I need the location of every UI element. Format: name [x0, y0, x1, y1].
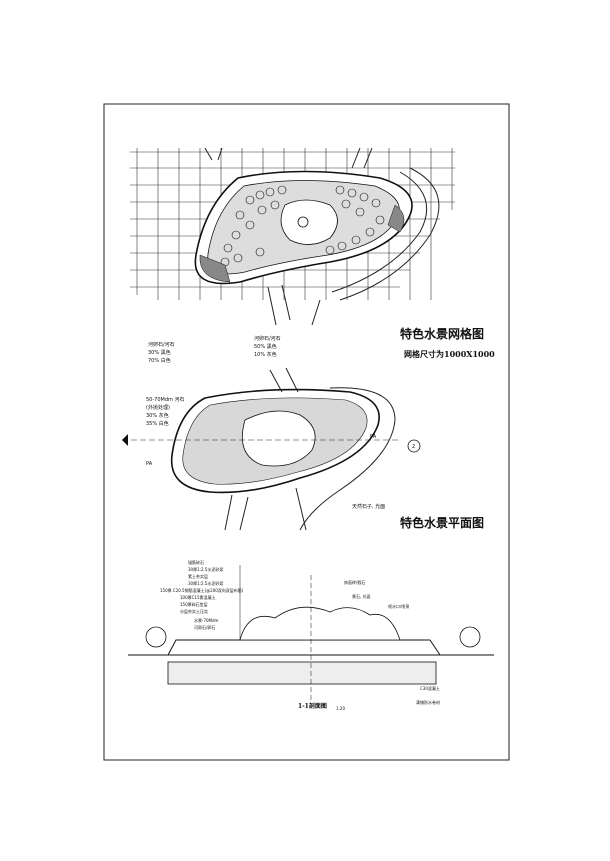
callout-left-mid: 50-70Mdm 河石 (外抛处理) 30% 灰色 35% 白色	[146, 396, 184, 427]
tree-left	[145, 626, 167, 648]
grid-plan	[130, 147, 455, 326]
hatch-right	[387, 204, 405, 233]
svg-text:30% 灰色: 30% 灰色	[146, 412, 169, 419]
curved-path	[339, 167, 440, 301]
pebble-pattern	[220, 185, 385, 267]
site-plan-curve-path	[299, 387, 396, 531]
svg-text:100厚C15素混凝土: 100厚C15素混凝土	[180, 594, 216, 600]
lower-path	[267, 284, 321, 326]
svg-text:满铺防水卷材: 满铺防水卷材	[416, 699, 440, 705]
site-plan	[122, 367, 421, 531]
svg-text:喷水口/喷泉: 喷水口/喷泉	[388, 603, 409, 609]
grid-plan-subtitle: 网格尺寸为1000X1000	[404, 349, 495, 359]
section-bottom-right-notes: C30混凝土 满铺防水卷材	[416, 685, 440, 705]
section-base	[167, 661, 437, 685]
svg-text:150厚 C20.5钢筋混凝土(@200双向双层布筋): 150厚 C20.5钢筋混凝土(@200双向双层布筋)	[160, 587, 244, 593]
fountain-center	[297, 216, 309, 228]
curved-path-inner	[331, 171, 428, 293]
svg-text:(外抛处理): (外抛处理)	[146, 404, 170, 411]
hatch-left	[199, 254, 231, 283]
site-plan-island	[241, 410, 316, 467]
pond-section	[167, 639, 441, 656]
central-stones	[280, 199, 338, 245]
callout-left-top: 河卵石/河石 30% 黑色 70% 白色	[148, 341, 175, 364]
section-scale: 1:20	[336, 706, 345, 711]
section-top-right-notes: 饰面砖/假石 景石, 光面 喷水口/喷泉	[344, 579, 409, 609]
svg-text:景石, 光面: 景石, 光面	[352, 593, 371, 599]
svg-text:饰面砖/假石: 饰面砖/假石	[344, 579, 365, 585]
site-plan-title: 特色水景平面图	[400, 515, 484, 530]
svg-text:150厚碎石垫层: 150厚碎石垫层	[180, 601, 208, 607]
callout-mid-top: 河卵石/河石 50% 黑色 10% 灰色	[254, 335, 281, 358]
svg-text:30% 黑色: 30% 黑色	[148, 349, 171, 356]
svg-text:30厚1:2.5水泥砂浆: 30厚1:2.5水泥砂浆	[188, 566, 223, 572]
svg-text:50% 黑色: 50% 黑色	[254, 343, 277, 350]
section-left-note: 水景-70Mdm 河卵石/卵石	[194, 617, 219, 630]
svg-text:锚筋碎石: 锚筋碎石	[188, 559, 204, 565]
label-pa-right: PA	[370, 434, 377, 440]
svg-text:河卵石/卵石: 河卵石/卵石	[194, 624, 215, 630]
sheet-border	[103, 103, 510, 761]
callout-bottom: 天然石子, 光面	[352, 503, 385, 510]
rockwork	[239, 606, 401, 641]
section-arrow-left	[122, 434, 128, 446]
label-pa-left: PA	[146, 461, 153, 467]
section-marker-circle	[407, 439, 421, 453]
section-layer-notes: 锚筋碎石 30厚1:2.5水泥砂浆 素土夯实层 30厚1:2.5水泥砂浆 150…	[160, 559, 244, 614]
svg-text:35% 白色: 35% 白色	[146, 420, 169, 427]
grid-plan-title: 特色水景网格图	[400, 326, 484, 341]
site-plan-side-lines	[224, 367, 307, 531]
path-edge	[204, 147, 373, 169]
svg-text:30厚1:2.5水泥砂浆: 30厚1:2.5水泥砂浆	[188, 580, 223, 586]
svg-text:水景-70Mdm: 水景-70Mdm	[194, 617, 219, 623]
svg-text:70% 白色: 70% 白色	[148, 357, 171, 364]
section-title: 1-1剖面图	[298, 702, 327, 710]
svg-text:50-70Mdm 河石: 50-70Mdm 河石	[146, 396, 184, 403]
svg-text:10% 灰色: 10% 灰色	[254, 351, 277, 358]
section-marker-label: 2	[412, 444, 415, 450]
svg-text:河卵石/河石: 河卵石/河石	[148, 341, 175, 348]
svg-text:素土夯实层: 素土夯实层	[188, 573, 208, 579]
tree-right	[459, 626, 481, 648]
svg-text:河卵石/河石: 河卵石/河石	[254, 335, 281, 342]
section-drawing	[128, 565, 494, 700]
svg-text:C30混凝土: C30混凝土	[420, 685, 440, 691]
svg-text:分层夯实土压实: 分层夯实土压实	[180, 608, 208, 614]
